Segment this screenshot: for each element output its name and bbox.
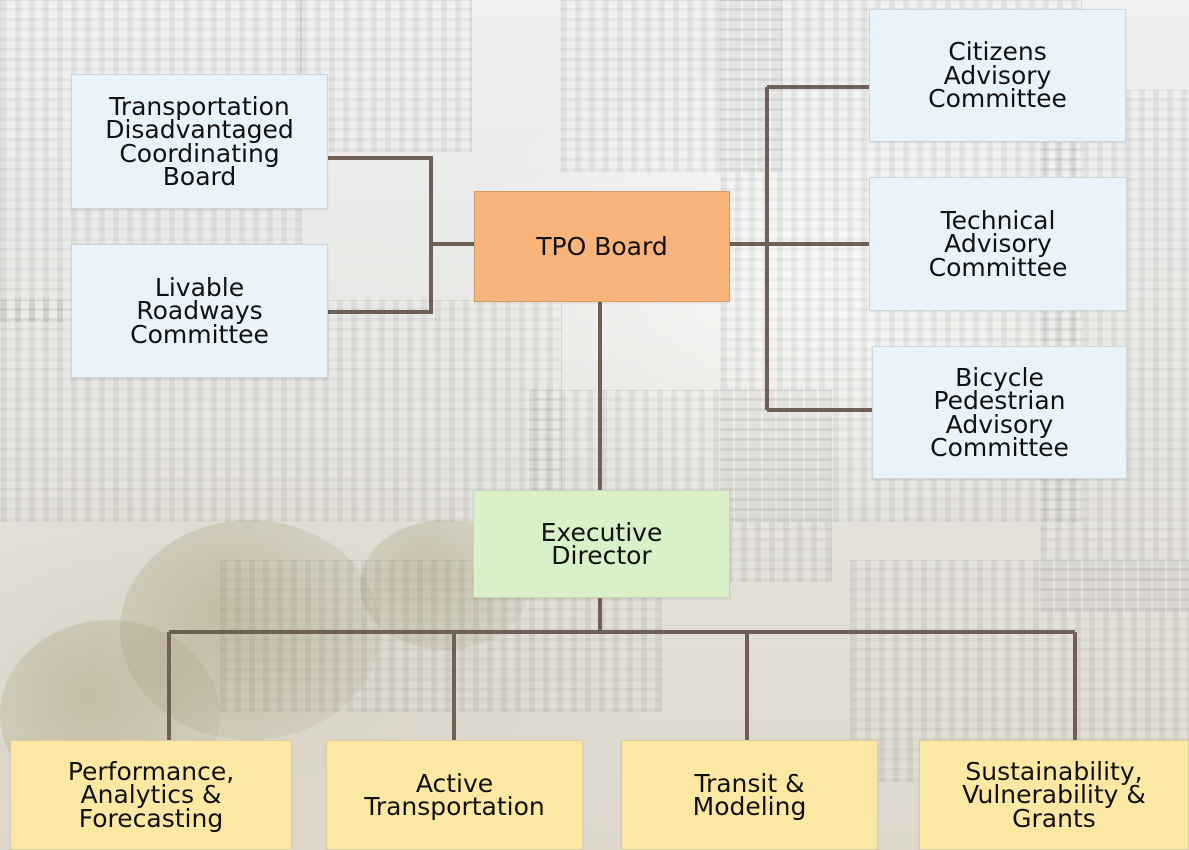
left-committee-bracket (327, 156, 433, 314)
citizens-advisory-committee-box: Citizens Advisory Committee (869, 9, 1126, 142)
transportation-disadvantaged-board-box: Transportation Disadvantaged Coordinatin… (71, 74, 328, 209)
technical-advisory-committee-box: Technical Advisory Committee (869, 177, 1127, 311)
bicycle-pedestrian-advisory-committee-box: Bicycle Pedestrian Advisory Committee (872, 346, 1127, 479)
sustainability-vulnerability-grants-box: Sustainability, Vulnerability & Grants (919, 740, 1189, 850)
building-shape (560, 0, 782, 172)
executive-director-box: Executive Director (473, 490, 730, 598)
active-transportation-box: Active Transportation (326, 740, 583, 850)
livable-roadways-committee-box: Livable Roadways Committee (71, 244, 328, 378)
performance-analytics-forecasting-box: Performance, Analytics & Forecasting (10, 740, 292, 850)
tpo-board-box: TPO Board (474, 191, 730, 302)
building-shape (300, 0, 472, 152)
transit-modeling-box: Transit & Modeling (621, 740, 878, 850)
